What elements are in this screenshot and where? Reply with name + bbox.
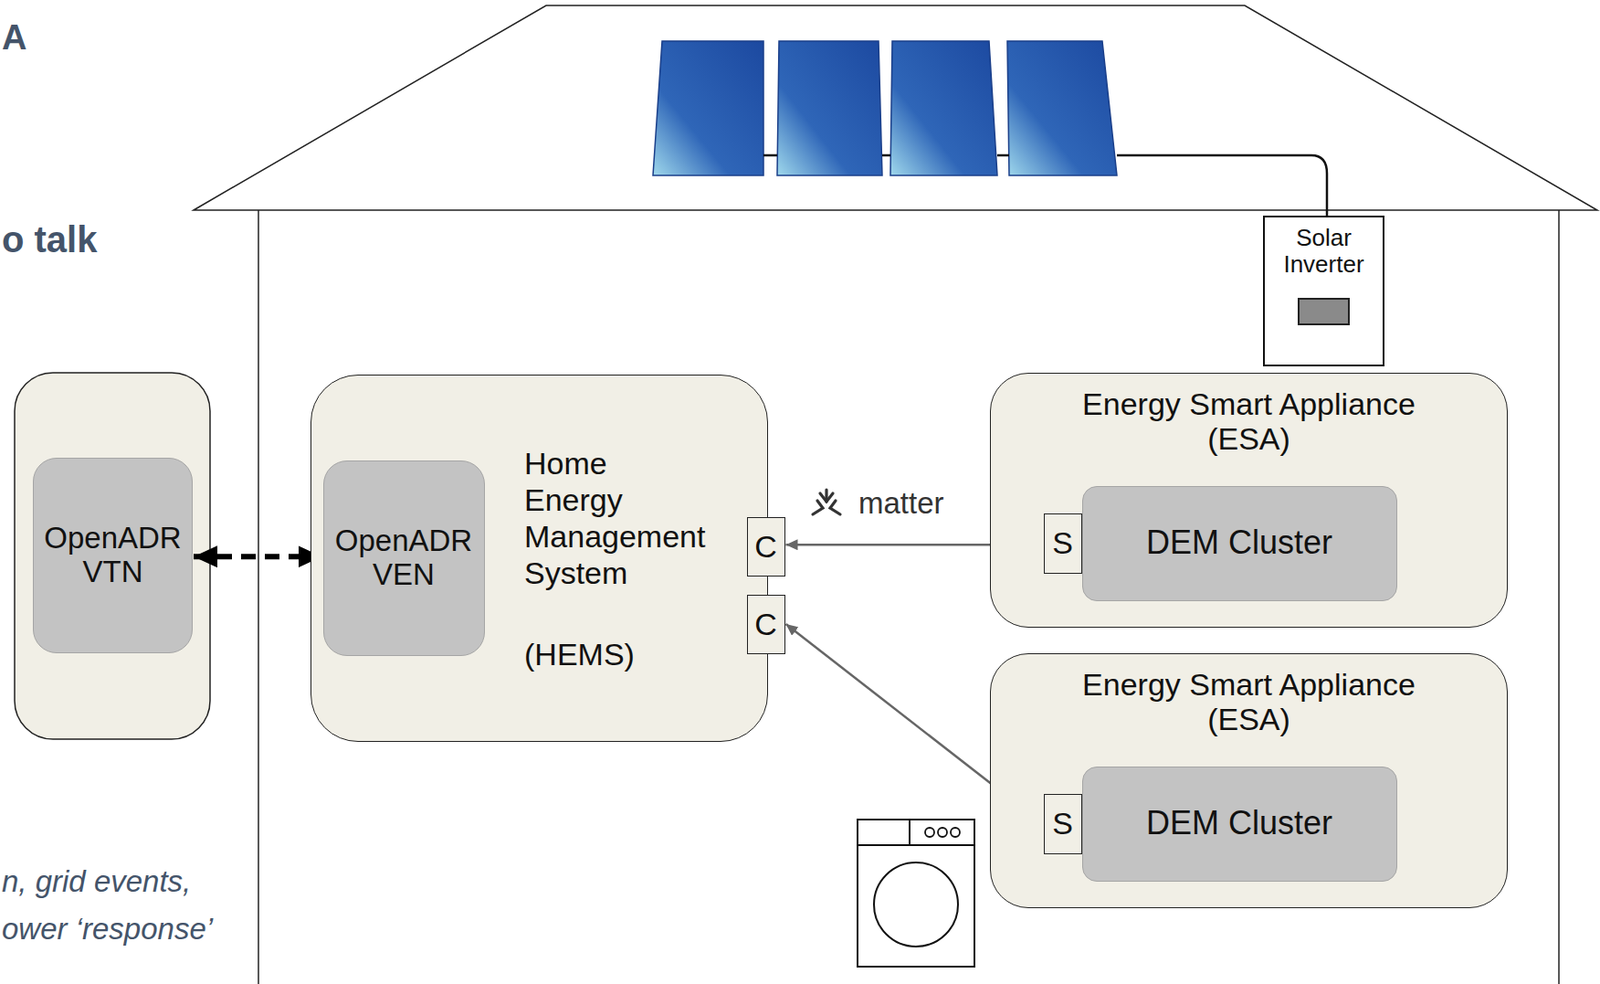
matter-logo-stroke <box>820 493 833 502</box>
server-port: S <box>1043 513 1083 574</box>
vtn-text: OpenADR VTN <box>43 521 181 590</box>
washer-body <box>857 819 975 967</box>
solar-panel <box>652 41 764 176</box>
inverter-display <box>1297 297 1350 326</box>
hems-box: Home Energy Management System (HEMS) OpenA… <box>310 374 769 742</box>
dem-cluster-box: DEM Cluster <box>1082 485 1398 601</box>
inverter-box: Solar Inverter <box>1263 215 1385 367</box>
client-port-text: C <box>754 606 778 642</box>
esa-text: Energy Smart Appliance (ESA) <box>1048 386 1451 456</box>
client-port-text: C <box>754 528 778 564</box>
washing-machine <box>857 819 975 967</box>
vtn-box: OpenADR VTN <box>32 457 193 653</box>
washer-knob <box>937 827 948 837</box>
esa-box: Energy Smart Appliance (ESA) S DEM Cluster <box>989 652 1508 908</box>
matter-logo-stroke <box>812 500 823 515</box>
house-wall <box>1557 210 1560 984</box>
slide-heading: o talk <box>1 219 97 261</box>
esa-text: Energy Smart Appliance (ESA) <box>1048 666 1451 737</box>
esa-box: Energy Smart Appliance (ESA) S DEM Cluster <box>989 372 1508 628</box>
panel-wire <box>997 154 1010 158</box>
hems-text: Home Energy Management System <box>524 444 706 591</box>
hems-text: (HEMS) <box>524 635 635 673</box>
server-port: S <box>1043 793 1083 854</box>
panel-wire <box>763 154 778 158</box>
server-port-text: S <box>1052 525 1074 560</box>
solar-panel <box>777 41 883 176</box>
house-roof <box>193 5 1598 211</box>
solar-panel <box>890 41 998 176</box>
matter-logo-stroke <box>830 500 841 515</box>
dem-cluster-text: DEM Cluster <box>1146 524 1333 561</box>
matter-label: matter <box>858 485 945 521</box>
washer-panel <box>857 843 975 846</box>
washer-door <box>873 862 958 947</box>
slide-note: ower ‘response’ <box>1 911 213 947</box>
washer-panel <box>908 819 911 845</box>
inverter-text: Solar Inverter <box>1264 224 1383 278</box>
ven-box: OpenADR VEN <box>323 460 485 656</box>
solar-panels <box>652 41 1117 176</box>
ven-text: OpenADR VEN <box>335 524 473 592</box>
washer-knob <box>925 827 935 837</box>
server-port-text: S <box>1052 805 1074 841</box>
solar-panel <box>1007 41 1117 176</box>
slide-heading: A <box>1 18 27 58</box>
vtn-housing <box>14 372 211 739</box>
house-wall <box>257 210 260 984</box>
client-port: C <box>747 594 786 654</box>
washer-knob <box>950 827 960 837</box>
panel-wire <box>882 154 891 158</box>
dem-cluster-text: DEM Cluster <box>1146 804 1333 842</box>
dem-cluster-box: DEM Cluster <box>1082 766 1398 882</box>
slide-note: n, grid events, <box>1 863 191 899</box>
inverter-wire <box>1116 155 1327 216</box>
openadr-link <box>193 553 323 559</box>
client-port: C <box>747 516 786 577</box>
matter-logo <box>812 489 841 515</box>
